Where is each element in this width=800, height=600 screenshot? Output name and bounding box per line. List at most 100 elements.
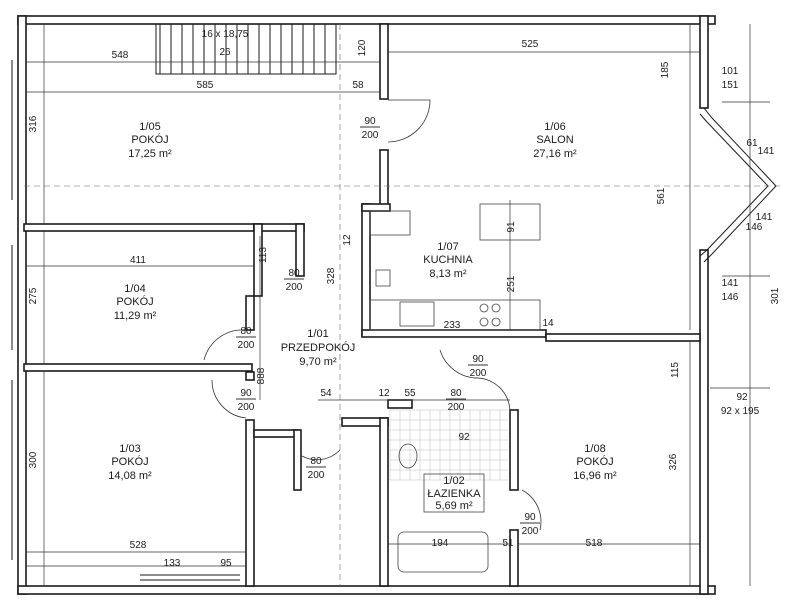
room-105-id: 1/05 bbox=[139, 121, 160, 133]
room-106-id: 1/06 bbox=[544, 121, 565, 133]
dim-92: 92 bbox=[736, 392, 748, 403]
wall-104-hall bbox=[245, 295, 255, 331]
door-6-width: 80 bbox=[450, 388, 462, 399]
wall-103-hall bbox=[245, 419, 255, 587]
dimension-lines bbox=[26, 24, 751, 586]
wall-top bbox=[17, 15, 716, 25]
dim-113: 113 bbox=[258, 247, 269, 263]
door-4-height: 200 bbox=[238, 402, 255, 413]
door-8-width: 90 bbox=[524, 512, 536, 523]
wall-bath-left bbox=[379, 417, 389, 587]
dim-92x195: 92 x 195 bbox=[721, 406, 760, 417]
wall-105-104 bbox=[23, 223, 255, 232]
room-103-id: 1/03 bbox=[119, 443, 140, 455]
bath-label-box bbox=[423, 473, 485, 513]
interior-walls bbox=[23, 23, 701, 587]
wall-shaft-right bbox=[295, 223, 305, 277]
room-105-name: POKÓJ bbox=[131, 133, 168, 146]
dim-141-c: 141 bbox=[722, 278, 739, 289]
door-2-width: 80 bbox=[288, 268, 300, 279]
stove-burner-3 bbox=[479, 317, 489, 327]
room-101-name: PRZEDPOKÓJ bbox=[281, 341, 356, 354]
dim-91: 91 bbox=[506, 221, 517, 233]
wall-kitchen-top bbox=[361, 203, 391, 212]
room-103-name: POKÓJ bbox=[111, 455, 148, 468]
outer-walls bbox=[11, 15, 777, 595]
room-107-area: 8,13 m² bbox=[429, 268, 467, 280]
dim-14: 14 bbox=[542, 318, 554, 329]
door-7-width: 80 bbox=[310, 456, 322, 467]
dim-133: 133 bbox=[164, 558, 181, 569]
dim-326: 326 bbox=[668, 453, 679, 470]
stove-burner-4 bbox=[491, 317, 501, 327]
bay-window bbox=[703, 107, 777, 263]
wall-right-upper bbox=[699, 15, 709, 109]
wall-bath-right-b bbox=[509, 529, 519, 587]
wall-105-106-top bbox=[379, 23, 389, 100]
dim-95: 95 bbox=[220, 558, 232, 569]
dim-151: 151 bbox=[722, 80, 739, 91]
stove-burner-2 bbox=[491, 303, 501, 313]
door-105-106 bbox=[387, 99, 431, 143]
kitchen-counter bbox=[369, 299, 541, 331]
door-bath-side bbox=[521, 489, 542, 531]
dim-585: 585 bbox=[197, 80, 214, 91]
room-108-area: 16,96 m² bbox=[573, 470, 617, 482]
bathtub bbox=[397, 531, 489, 573]
doors bbox=[203, 99, 542, 531]
dim-92-b: 92 bbox=[458, 432, 470, 443]
dim-146-b: 146 bbox=[722, 292, 739, 303]
room-104-id: 1/04 bbox=[124, 283, 145, 295]
dim-115: 115 bbox=[670, 362, 681, 378]
room-102-name: ŁAZIENKA bbox=[427, 488, 481, 500]
dim-54: 54 bbox=[320, 388, 332, 399]
wall-left bbox=[17, 15, 27, 595]
toilet bbox=[398, 443, 418, 469]
wall-104-hall-b bbox=[245, 371, 255, 381]
room-104-name: POKÓJ bbox=[116, 295, 153, 308]
dim-411: 411 bbox=[130, 255, 146, 266]
kitchen-sink bbox=[399, 301, 435, 327]
dim-251: 251 bbox=[506, 275, 517, 292]
door-1-height: 200 bbox=[362, 130, 379, 141]
dim-101: 101 bbox=[722, 66, 739, 77]
dim-55: 55 bbox=[404, 388, 416, 399]
door-104 bbox=[203, 329, 247, 361]
wall-104-shaft bbox=[253, 223, 263, 297]
dim-525: 525 bbox=[522, 39, 539, 50]
dim-120: 120 bbox=[357, 39, 368, 56]
dim-61: 61 bbox=[746, 138, 758, 149]
dim-146-a: 146 bbox=[746, 222, 763, 233]
dim-185: 185 bbox=[660, 61, 671, 78]
wall-kitchen-bottom bbox=[361, 329, 547, 338]
door-5-height: 200 bbox=[470, 368, 487, 379]
dim-888: 888 bbox=[256, 367, 267, 384]
room-101-area: 9,70 m² bbox=[299, 356, 337, 368]
room-105-area: 17,25 m² bbox=[128, 148, 172, 160]
dim-300: 300 bbox=[28, 451, 39, 468]
dim-12-b: 12 bbox=[378, 388, 390, 399]
wall-105-106-bot bbox=[379, 149, 389, 211]
wall-right-lower bbox=[699, 249, 709, 595]
wall-bath-top bbox=[387, 399, 413, 409]
wall-108-top bbox=[545, 333, 701, 342]
kitchen-cabinet-top bbox=[369, 210, 411, 236]
bay-window-inner bbox=[699, 113, 769, 257]
wall-bath-right bbox=[509, 409, 519, 491]
wall-kitchen-left bbox=[361, 203, 371, 337]
door-103 bbox=[211, 379, 247, 419]
dim-275: 275 bbox=[28, 287, 39, 304]
dim-528: 528 bbox=[130, 540, 147, 551]
dim-518: 518 bbox=[586, 538, 603, 549]
dim-233: 233 bbox=[444, 320, 461, 331]
door-labels: 90 200 80 200 80 200 90 200 90 200 80 20… bbox=[236, 116, 540, 537]
dim-12-a: 12 bbox=[342, 234, 353, 246]
stairs-width: 26 bbox=[219, 47, 231, 58]
room-107-name: KUCHNIA bbox=[423, 254, 473, 266]
wall-closet-right bbox=[293, 429, 302, 491]
fridge bbox=[375, 269, 391, 287]
dim-141-a: 141 bbox=[758, 146, 775, 157]
wall-104-103 bbox=[23, 363, 253, 372]
room-labels: 1/05 POKÓJ 17,25 m² 1/06 SALON 27,16 m² … bbox=[108, 121, 617, 512]
